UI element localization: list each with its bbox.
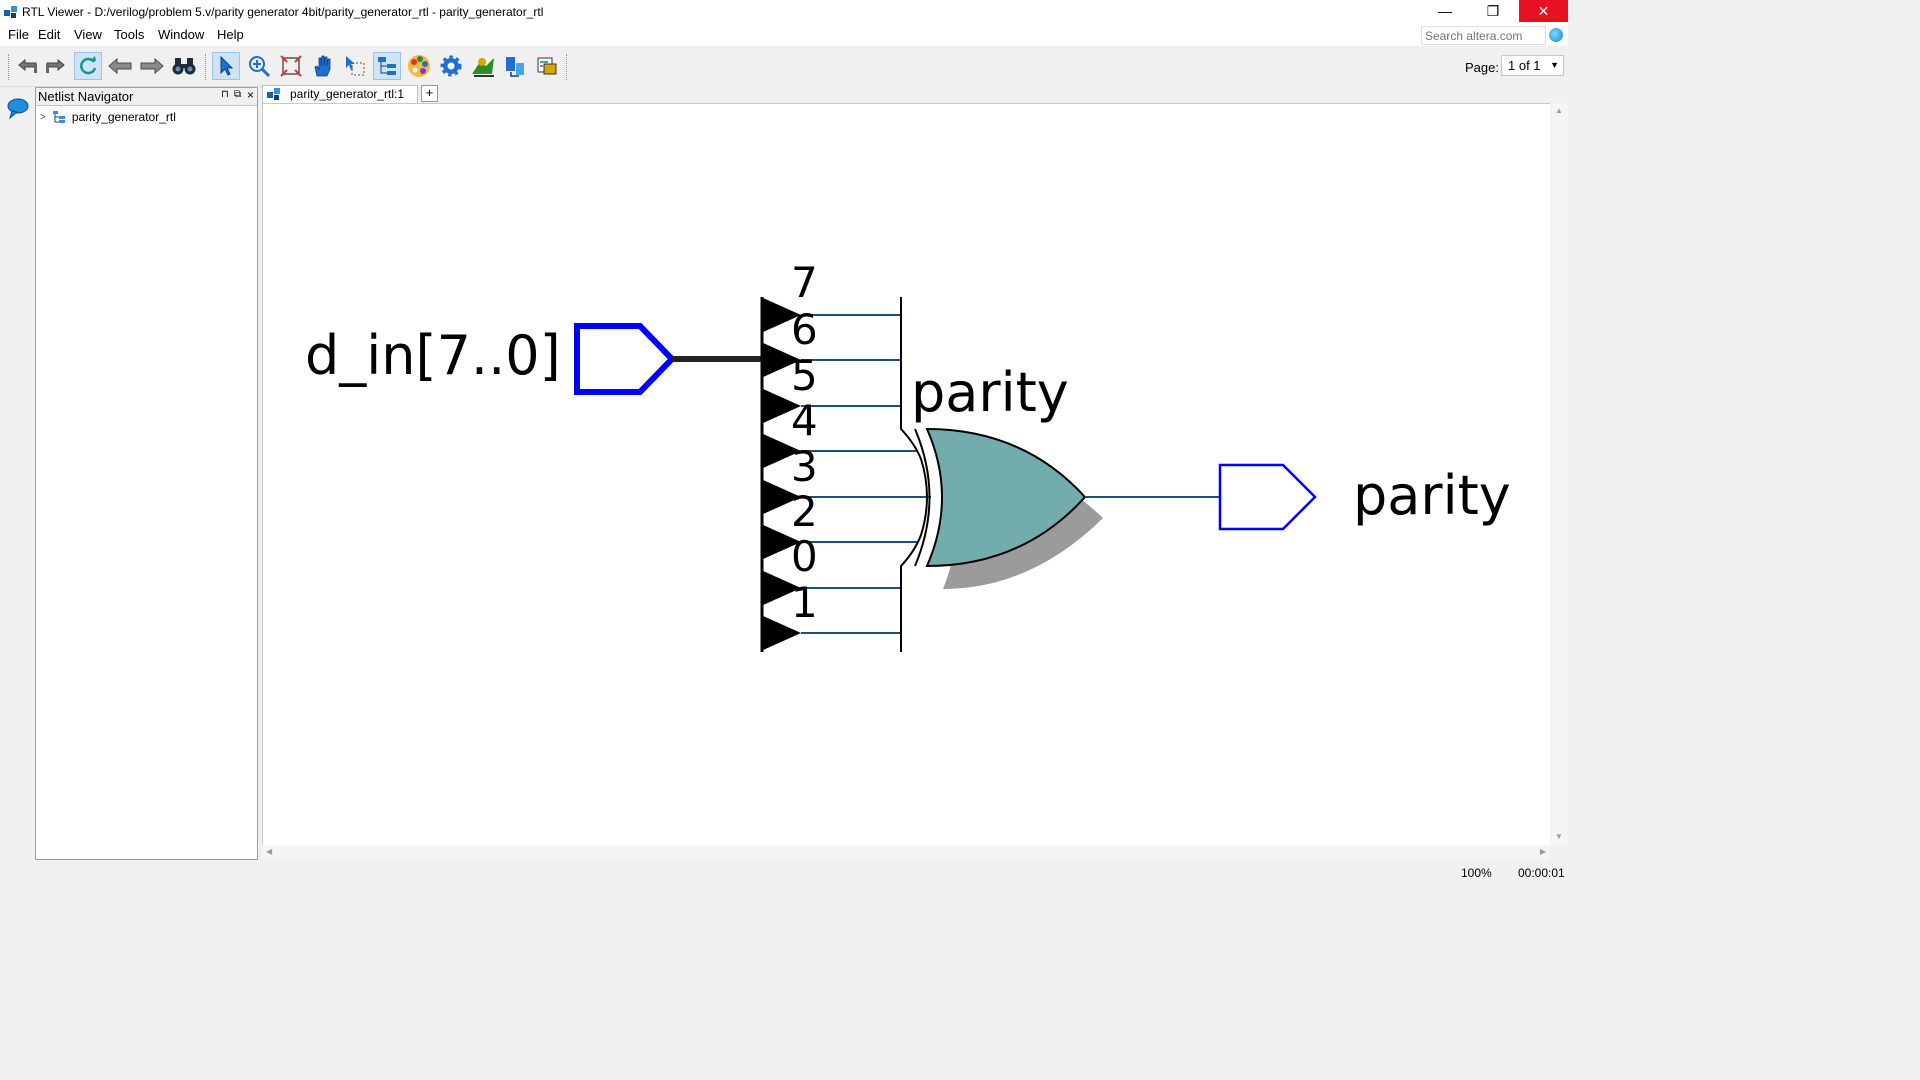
xor-gate[interactable]: [925, 427, 1087, 568]
bit-label-0: 0: [791, 532, 818, 581]
splitter-arrows: [761, 297, 801, 651]
page-select[interactable]: 1 of 1 ▼: [1501, 55, 1564, 76]
menu-help[interactable]: Help: [217, 27, 244, 42]
hand-tool-icon[interactable]: [309, 52, 337, 80]
rtl-viewer-app-icon: [4, 6, 17, 18]
color-settings-icon[interactable]: [405, 52, 433, 80]
menu-bar: File Edit View Tools Window Help: [0, 24, 1568, 46]
bit-label-5: 5: [791, 351, 818, 400]
schematic: d_in[7..0] 7: [305, 258, 1511, 652]
filter-icon[interactable]: [533, 52, 561, 80]
status-bar: 100% 00:00:01: [0, 862, 1568, 882]
close-icon[interactable]: ×: [247, 88, 255, 102]
zoom-level: 100%: [1461, 866, 1492, 880]
bit-wires: [801, 314, 931, 634]
netlist-icon[interactable]: [469, 52, 497, 80]
bit-label-6: 6: [791, 305, 818, 354]
settings-icon[interactable]: [437, 52, 465, 80]
restore-button[interactable]: ❐: [1486, 2, 1500, 19]
close-button[interactable]: ✕: [1519, 0, 1568, 22]
gate-input-bracket: [900, 297, 928, 652]
chevron-down-icon: ▼: [1550, 60, 1559, 70]
menu-edit[interactable]: Edit: [38, 27, 61, 42]
netlist-navigator-panel: Netlist Navigator ⊓ ⧉ × > parity_generat…: [35, 87, 258, 860]
forward-icon[interactable]: [41, 52, 69, 80]
tab-bar: parity_generator_rtl:1 +: [262, 85, 1568, 103]
find-icon[interactable]: [170, 52, 198, 80]
gate-label: parity: [911, 361, 1069, 424]
navigator-header: Netlist Navigator ⊓ ⧉ ×: [36, 88, 257, 106]
scroll-left-icon[interactable]: ◀: [266, 847, 273, 856]
search-input[interactable]: [1421, 26, 1546, 45]
input-port-label: d_in[7..0]: [305, 324, 561, 387]
tree-item-parity-generator-rtl[interactable]: > parity_generator_rtl: [40, 110, 176, 124]
bit-label-2: 2: [791, 487, 818, 536]
tree-item-label: parity_generator_rtl: [71, 110, 176, 124]
menu-tools[interactable]: Tools: [114, 27, 145, 42]
next-icon[interactable]: [138, 52, 166, 80]
bit-label-1: 1: [791, 578, 818, 627]
vertical-scrollbar[interactable]: ▲ ▼: [1550, 103, 1568, 845]
page-label: Page:: [1465, 60, 1499, 75]
xor-input-arc: [914, 428, 931, 567]
hierarchy-icon[interactable]: [373, 52, 401, 80]
area-select-icon[interactable]: [341, 52, 369, 80]
elapsed-time: 00:00:01: [1518, 866, 1565, 880]
selection-tool-icon[interactable]: [212, 52, 240, 80]
window-title: RTL Viewer - D:/verilog/problem 5.v/pari…: [22, 5, 544, 19]
menu-window[interactable]: Window: [158, 27, 205, 42]
bit-label-4: 4: [791, 396, 818, 445]
float-icon[interactable]: ⧉: [234, 89, 242, 100]
output-port-symbol[interactable]: [1218, 463, 1317, 531]
toolbar-grip: [8, 54, 10, 80]
rtl-viewer-tab-icon: [267, 88, 280, 100]
refresh-icon[interactable]: [74, 52, 102, 80]
globe-icon[interactable]: [1549, 28, 1563, 42]
back-icon[interactable]: [14, 52, 42, 80]
bit-label-3: 3: [791, 442, 818, 491]
toolbar: Page: 1 of 1 ▼: [0, 48, 1568, 87]
chevron-right-icon[interactable]: >: [40, 111, 46, 123]
bit-label-7: 7: [791, 258, 818, 307]
pin-icon[interactable]: ⊓: [221, 89, 229, 100]
menu-file[interactable]: File: [8, 27, 29, 42]
messages-icon[interactable]: [6, 96, 30, 120]
scroll-down-icon[interactable]: ▼: [1555, 832, 1563, 841]
tab-parity-generator-rtl[interactable]: parity_generator_rtl:1: [262, 85, 418, 103]
output-port-label: parity: [1353, 464, 1511, 527]
title-bar: RTL Viewer - D:/verilog/problem 5.v/pari…: [0, 0, 1568, 24]
left-dock-strip: [0, 87, 34, 862]
horizontal-scrollbar[interactable]: ◀ ▶: [262, 845, 1550, 860]
minimize-button[interactable]: —: [1438, 3, 1452, 19]
fit-window-icon[interactable]: [277, 52, 305, 80]
export-icon[interactable]: [501, 52, 529, 80]
zoom-tool-icon[interactable]: [245, 52, 273, 80]
add-tab-button[interactable]: +: [421, 85, 438, 102]
input-port-symbol[interactable]: [574, 323, 677, 395]
page-select-value: 1 of 1: [1508, 58, 1541, 73]
toolbar-separator-2: [566, 54, 568, 80]
navigator-title: Netlist Navigator: [38, 89, 134, 104]
scroll-up-icon[interactable]: ▲: [1555, 106, 1563, 115]
toolbar-separator: [205, 54, 207, 80]
scroll-right-icon[interactable]: ▶: [1539, 847, 1546, 856]
schematic-canvas[interactable]: d_in[7..0] 7: [262, 103, 1551, 846]
hierarchy-icon: [52, 111, 65, 123]
previous-icon[interactable]: [106, 52, 134, 80]
menu-view[interactable]: View: [74, 27, 102, 42]
